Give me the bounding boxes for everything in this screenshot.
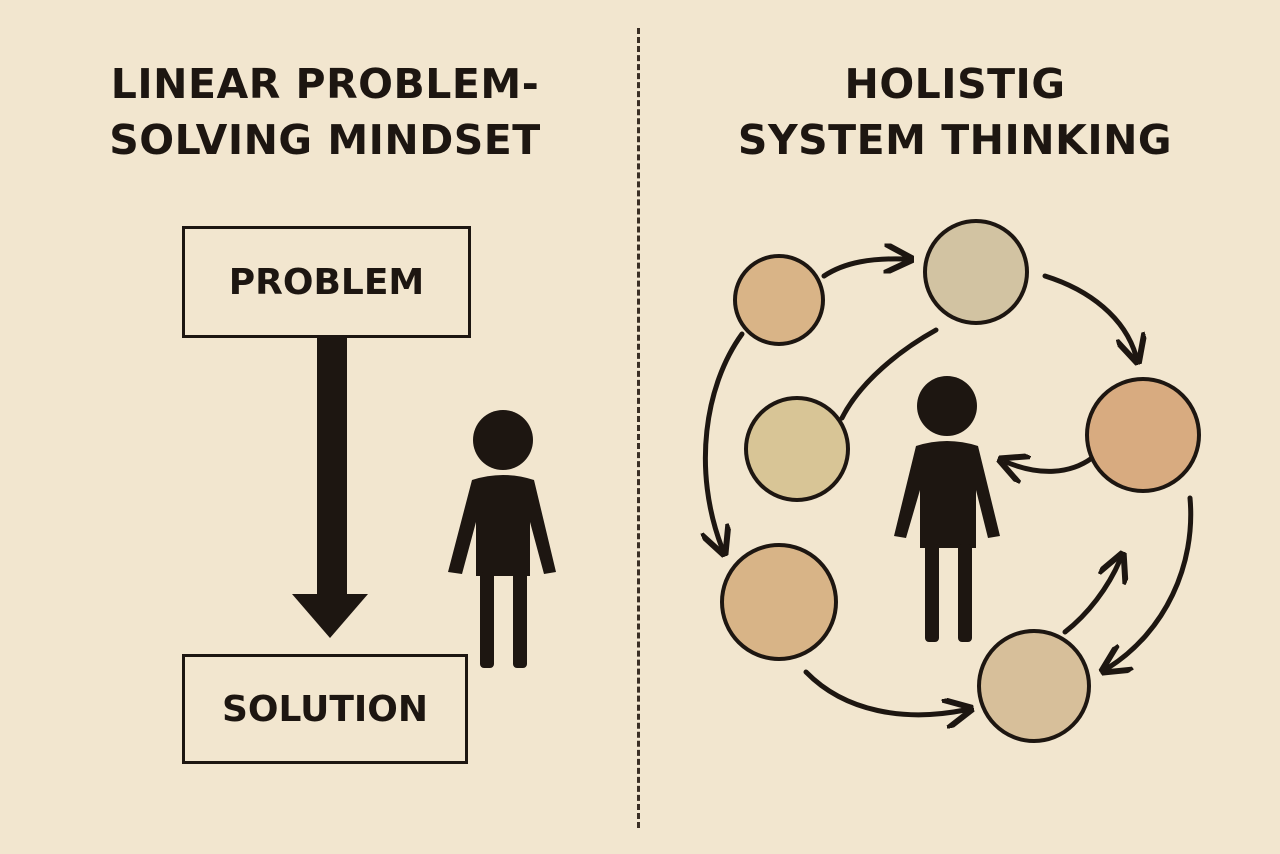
node-6 bbox=[977, 629, 1091, 743]
down-arrow bbox=[292, 338, 368, 638]
problem-label: PROBLEM bbox=[228, 261, 425, 303]
arrow-3-to-6 bbox=[1108, 495, 1194, 668]
right-title-line2: SYSTEM THINKING bbox=[737, 116, 1173, 164]
arrow-1-to-2 bbox=[821, 259, 905, 279]
node-1 bbox=[733, 254, 825, 346]
left-panel-title: LINEAR PROBLEM- SOLVING MINDSET bbox=[40, 56, 610, 168]
arrow-2-to-3 bbox=[1042, 273, 1136, 356]
dashed-divider bbox=[637, 28, 640, 828]
left-title-line1: LINEAR PROBLEM- bbox=[110, 60, 540, 108]
node-4 bbox=[744, 396, 850, 502]
solution-label: SOLUTION bbox=[221, 688, 429, 730]
left-title-line2: SOLVING MINDSET bbox=[109, 116, 541, 164]
arrow-6-up bbox=[1062, 560, 1120, 635]
node-3 bbox=[1085, 377, 1201, 493]
node-2 bbox=[923, 219, 1029, 325]
arrow-5-to-6 bbox=[803, 669, 965, 715]
right-panel-title: HOLISTIG SYSTEM THINKING bbox=[660, 56, 1250, 168]
arrow-4-to-2 bbox=[839, 327, 939, 421]
system-nodes bbox=[720, 219, 1201, 743]
system-arrows bbox=[705, 259, 1194, 715]
arrow-1-to-5 bbox=[705, 331, 745, 548]
solution-box: SOLUTION bbox=[182, 654, 468, 764]
right-title-line1: HOLISTIG bbox=[844, 60, 1066, 108]
arrow-3-to-center bbox=[1006, 458, 1095, 471]
node-5 bbox=[720, 543, 838, 661]
problem-box: PROBLEM bbox=[182, 226, 471, 338]
person-figure-left bbox=[448, 410, 556, 668]
person-figure-center bbox=[894, 376, 1000, 642]
